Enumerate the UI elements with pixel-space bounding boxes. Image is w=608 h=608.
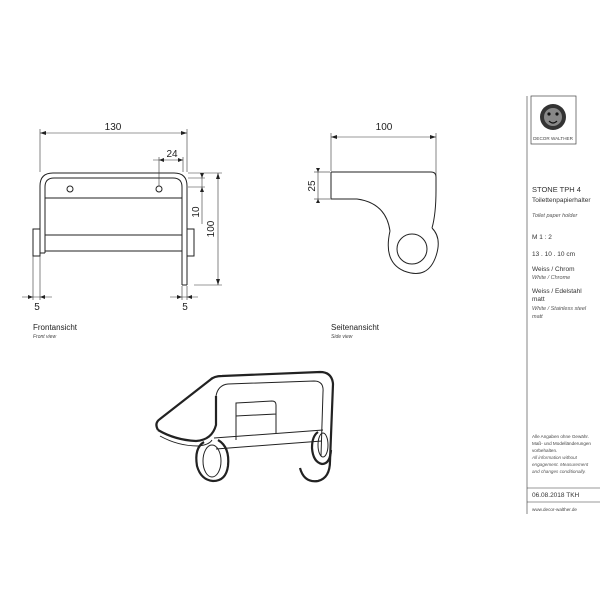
front-view-caption-en: Front view <box>33 334 56 340</box>
perspective-view <box>155 370 335 483</box>
scale-label: M 1 : 2 <box>532 234 552 241</box>
product-name-de: Toilettenpapierhalter <box>532 197 591 204</box>
side-dim-label-25: 25 <box>307 180 318 192</box>
side-view: 100 25 Seitenansicht Side view <box>307 122 439 340</box>
finish-1: Weiss / Chrom <box>532 266 575 273</box>
side-view-caption-en: Side view <box>331 334 353 340</box>
note-de-line-1: Alle Angaben ohne Gewähr. <box>532 434 589 439</box>
finish-2-line-2: matt <box>532 296 545 303</box>
perspective-left-end <box>195 439 230 483</box>
dim-label-10: 10 <box>191 206 202 218</box>
size-label: 13 . 10 . 10 cm <box>532 251 575 258</box>
perspective-right-end <box>310 431 333 466</box>
perspective-left-end-face <box>202 444 222 478</box>
side-view-roll-circle <box>396 233 428 265</box>
finish-2-en-line-1: White / Stainless steel <box>532 306 587 312</box>
product-name-en: Toilet paper holder <box>532 213 579 219</box>
perspective-roll-bar <box>213 414 324 450</box>
dim-label-5-left: 5 <box>34 302 40 313</box>
note-de-line-2: Maß- und Modelländerungen <box>532 441 591 446</box>
note-en-line-2: engagement. Measurement <box>532 462 589 467</box>
perspective-wall-plate <box>235 400 277 417</box>
perspective-front-edge <box>157 396 218 443</box>
note-de-line-3: vorbehalten. <box>532 448 557 453</box>
front-right-cap <box>186 228 195 257</box>
company-url[interactable]: www.decor-walther.de <box>532 507 577 512</box>
perspective-inner-frame <box>215 380 324 457</box>
logo-text: DECOR WALTHER <box>533 136 573 141</box>
finish-2-en-line-2: matt <box>532 314 543 320</box>
front-view-outline <box>39 172 188 286</box>
drawing-date: 06.08.2018 TKH <box>532 492 580 499</box>
front-right-screw-hole <box>155 185 163 193</box>
side-view-caption: Seitenansicht <box>331 323 380 332</box>
side-dim-label-100: 100 <box>376 122 393 133</box>
product-name: STONE TPH 4 <box>532 185 581 194</box>
title-block: DECOR WALTHER STONE TPH 4 Toilettenpapie… <box>526 95 600 514</box>
side-view-roll-end <box>387 227 439 274</box>
dim-label-24: 24 <box>166 149 178 160</box>
dim-label-100: 100 <box>206 220 217 237</box>
finish-1-en: White / Chrome <box>532 275 570 281</box>
dim-label-5-right: 5 <box>182 302 188 313</box>
lion-logo-icon <box>540 104 566 130</box>
front-left-cap <box>32 228 41 257</box>
dim-label-130: 130 <box>105 122 122 133</box>
front-view-caption: Frontansicht <box>33 323 78 332</box>
note-en-line-1: All information without <box>531 455 578 460</box>
perspective-right-end-face <box>317 432 329 458</box>
front-left-screw-hole <box>66 185 74 193</box>
side-view-outline <box>330 171 437 232</box>
perspective-outer-frame <box>155 370 335 483</box>
finish-2-line-1: Weiss / Edelstahl <box>532 288 582 295</box>
front-view: 130 24 100 10 5 5 Frontansicht Front <box>22 122 222 340</box>
note-en-line-3: and changes conditionally. <box>532 469 586 474</box>
